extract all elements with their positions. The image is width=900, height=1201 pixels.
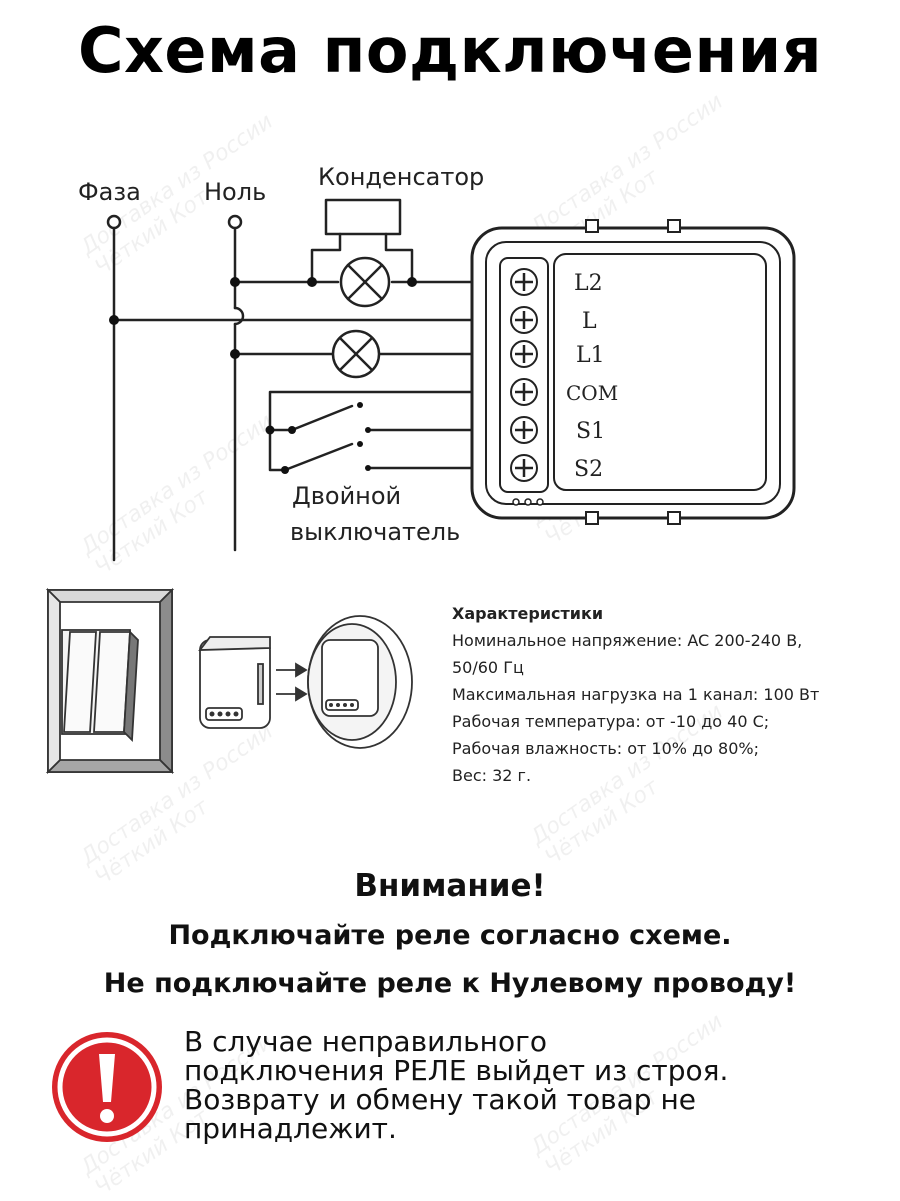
spec-line: 50/60 Гц	[452, 658, 524, 677]
relay-label-panel	[553, 253, 767, 491]
warning-note-line: подключения РЕЛЕ выйдет из строя.	[184, 1054, 729, 1087]
lamp-2-cross-b	[338, 336, 374, 372]
lamp-1-cross-b	[346, 263, 384, 301]
switch-lever-1	[290, 404, 354, 432]
terminal-dot	[343, 703, 347, 707]
neutral-terminal-circle	[227, 214, 243, 230]
junction-dot	[230, 349, 240, 359]
specs-title: Характеристики	[452, 604, 604, 623]
plate-bevel-bottom	[45, 759, 175, 773]
switch-contact	[357, 441, 363, 447]
capacitor-icon	[324, 198, 402, 236]
warning-icon-ring	[57, 1037, 157, 1137]
indicator-dot	[512, 498, 520, 506]
installation-illustration	[45, 587, 413, 775]
spec-line: Максимальная нагрузка на 1 канал: 100 Вт	[452, 685, 820, 704]
terminal-dot	[350, 703, 354, 707]
plate-bevel-right	[159, 587, 173, 775]
switch-label-2: выключатель	[290, 518, 460, 546]
warning-exclamation-icon	[52, 1032, 162, 1142]
terminal-label-l2: L2	[574, 271, 603, 296]
phase-terminal-circle	[106, 214, 122, 230]
junction-dot	[109, 315, 119, 325]
plate-bevel-left	[47, 587, 61, 775]
capacitor-lead-left	[310, 232, 342, 284]
wiring-diagram: Фаза Ноль Конденсатор Двойной выключател…	[45, 163, 796, 775]
housing-tab	[585, 219, 599, 233]
capacitor-lead-right	[384, 232, 414, 284]
switch-contact	[357, 402, 363, 408]
terminal-dot	[233, 711, 239, 717]
exclamation-dot	[100, 1109, 114, 1123]
wire-crossover-arc	[233, 306, 245, 326]
terminal-label-s2: S2	[574, 457, 603, 482]
relay-small-top	[198, 636, 271, 651]
spec-line: Номинальное напряжение: AC 200-240 В,	[452, 631, 803, 650]
indicator-dot	[536, 498, 544, 506]
warning-note-line: В случае неправильного	[184, 1025, 547, 1058]
phase-label: Фаза	[78, 178, 141, 206]
junction-dot	[265, 425, 275, 435]
switch-contact	[365, 465, 371, 471]
spec-line: Рабочая влажность: от 10% до 80%;	[452, 739, 759, 758]
relay-small-terminals	[205, 707, 243, 721]
arrow-head-2	[295, 686, 308, 702]
relay-in-box	[321, 639, 379, 717]
switch-key-shadow	[123, 629, 139, 743]
capacitor-label: Конденсатор	[318, 163, 484, 191]
terminal-dot	[329, 703, 333, 707]
warning-note-line: принадлежит.	[184, 1112, 397, 1145]
switch-key-left	[63, 631, 97, 733]
page-title: Схема подключения	[77, 14, 823, 87]
spec-line: Вес: 32 г.	[452, 766, 532, 785]
housing-tab	[667, 511, 681, 525]
indicator-dot	[524, 498, 532, 506]
housing-tab	[585, 511, 599, 525]
terminal-dot	[209, 711, 215, 717]
switch-pivot-1	[288, 426, 296, 434]
junction-dot	[307, 277, 317, 287]
arrow-head-1	[295, 662, 308, 678]
terminal-dot	[217, 711, 223, 717]
relay-in-box-terminals	[325, 699, 359, 711]
plate-bevel-top	[45, 589, 175, 603]
switch-contact	[365, 427, 371, 433]
specifications: Характеристики Номинальное напряжение: A…	[452, 600, 892, 789]
relay-small-side	[257, 663, 264, 705]
relay-housing-inner	[485, 241, 781, 505]
terminal-label-l: L	[582, 309, 597, 334]
exclamation-bar	[99, 1054, 115, 1102]
relay-housing	[470, 226, 796, 520]
junction-dot	[230, 277, 240, 287]
housing-tab	[667, 219, 681, 233]
warning-note-line: Возврату и обмену такой товар не	[184, 1083, 696, 1116]
terminal-dot	[225, 711, 231, 717]
terminal-label-com: COM	[566, 381, 618, 405]
warning-line-1: Подключайте реле согласно схеме.	[168, 920, 732, 951]
switch-lever-2	[283, 442, 354, 472]
terminal-label-l1: L1	[576, 343, 605, 368]
neutral-label: Ноль	[204, 178, 266, 206]
terminal-label-s1: S1	[576, 419, 605, 444]
warning-line-2: Не подключайте реле к Нулевому проводу!	[103, 968, 797, 999]
warning-title: Внимание!	[354, 868, 546, 904]
switch-label-1: Двойной	[292, 482, 401, 510]
terminal-dot	[336, 703, 340, 707]
spec-line: Рабочая температура: от -10 до 40 С;	[452, 712, 770, 731]
switch-pivot-2	[281, 466, 289, 474]
warning-note: В случае неправильного подключения РЕЛЕ …	[184, 1027, 884, 1143]
junction-dot	[407, 277, 417, 287]
